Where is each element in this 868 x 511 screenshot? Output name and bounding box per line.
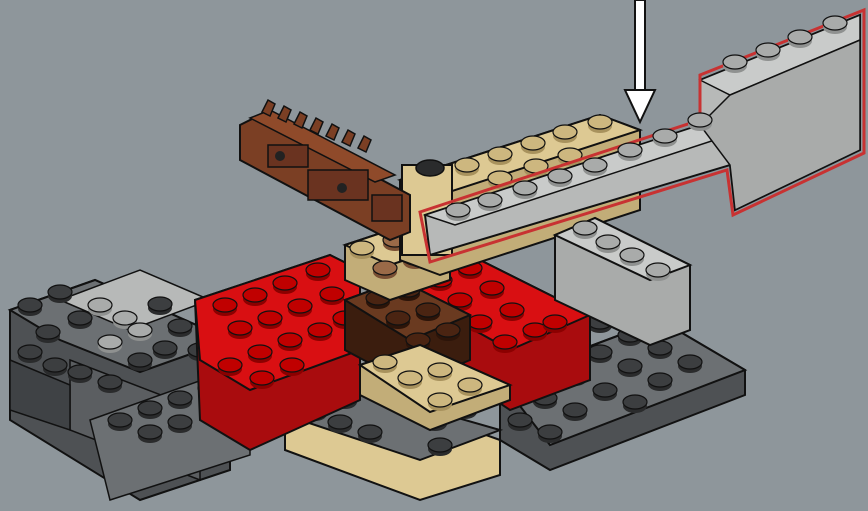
brown-gear-rack xyxy=(240,100,410,240)
down-arrow-icon xyxy=(625,0,655,122)
